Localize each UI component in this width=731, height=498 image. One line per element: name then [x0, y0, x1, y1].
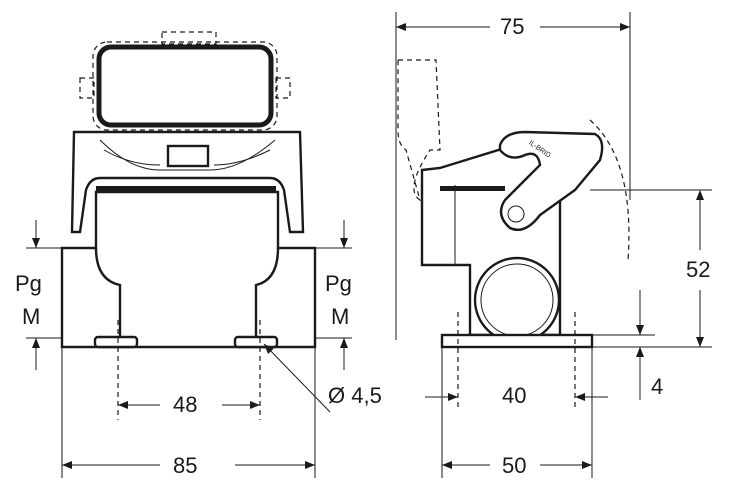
dimension-50: 50	[502, 453, 527, 478]
thread-label-right-m: M	[331, 304, 350, 329]
dimension-40: 40	[502, 383, 527, 408]
dimension-85: 85	[173, 453, 198, 478]
open-lid-dashed	[397, 59, 441, 202]
cable-entry	[473, 256, 561, 344]
dimension-hole-diameter: Ø 4,5	[328, 383, 382, 408]
thread-label-right-pg: Pg	[325, 271, 352, 296]
side-view	[395, 12, 712, 478]
dimension-4: 4	[651, 374, 664, 399]
lid-outline-dashed	[92, 41, 278, 131]
side-base-plate	[440, 333, 594, 349]
logo-plate	[166, 144, 210, 168]
front-view	[26, 31, 352, 478]
dimension-75: 75	[500, 14, 525, 39]
dimension-48: 48	[173, 392, 198, 417]
thread-label-left-pg: Pg	[15, 271, 42, 296]
hood	[70, 130, 305, 234]
thread-label-left-m: M	[22, 304, 41, 329]
dimension-52: 52	[686, 257, 711, 282]
lid-seal	[96, 44, 274, 128]
locking-lever	[498, 130, 604, 232]
